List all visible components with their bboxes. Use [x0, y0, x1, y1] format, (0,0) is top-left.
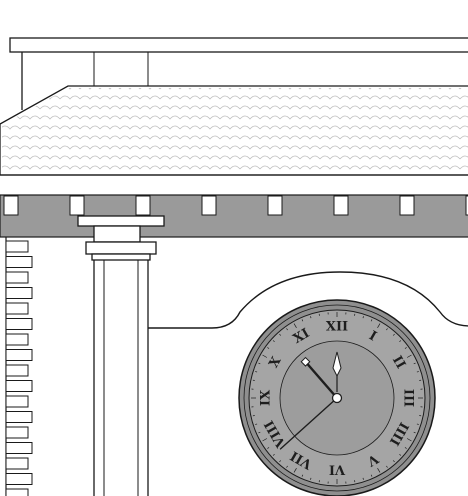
- clock-tick: [377, 323, 381, 329]
- brick-block: [5, 302, 29, 315]
- brick-block: [5, 426, 29, 439]
- brick-block: [5, 240, 29, 253]
- brick-block: [5, 318, 33, 330]
- clock-tick: [392, 460, 395, 463]
- clock-numeral: XI: [291, 326, 313, 347]
- brick-block: [5, 271, 29, 284]
- clock-tick: [293, 323, 297, 329]
- dentil-block: [69, 195, 85, 216]
- clock-tick: [279, 333, 282, 336]
- brick-block: [5, 333, 29, 346]
- clock-tick: [377, 467, 381, 473]
- dentil-block: [3, 195, 19, 216]
- brick-block: [5, 395, 29, 408]
- clock-tick: [279, 460, 282, 463]
- clock-tick: [416, 371, 419, 373]
- clock-pediment: [148, 271, 468, 329]
- clock-tick: [406, 438, 412, 442]
- clock-center-cap: [331, 392, 343, 404]
- roof-cornice: [9, 37, 468, 110]
- frieze-band: [0, 194, 468, 238]
- clock-numeral: III: [401, 389, 416, 407]
- clock-tick: [406, 354, 412, 358]
- minute-hand: [279, 397, 338, 450]
- clock-tick: [272, 453, 275, 456]
- clock-tick: [399, 340, 402, 343]
- clock-hands: [279, 351, 343, 450]
- clock-tick: [262, 438, 268, 442]
- clock-tick: [272, 340, 275, 343]
- clock-tick: [267, 447, 270, 449]
- brick-block: [5, 287, 33, 299]
- clock-tick: [404, 447, 407, 449]
- clock-tick: [386, 328, 388, 331]
- clock-tick: [267, 347, 270, 349]
- dentil-block: [399, 195, 415, 216]
- clock-tick: [404, 347, 407, 349]
- brick-block: [5, 380, 33, 392]
- clock-numeral: IX: [259, 389, 274, 406]
- dentil-block: [201, 195, 217, 216]
- brick-block: [5, 411, 33, 423]
- clock-tick: [362, 316, 364, 319]
- clock-tick: [258, 362, 261, 365]
- dentil-block: [267, 195, 283, 216]
- brick-quoin: [5, 237, 33, 496]
- clock-tick: [310, 477, 312, 480]
- clock-tick: [255, 423, 258, 425]
- clock-tick: [262, 354, 268, 358]
- clock-numeral: XII: [326, 320, 348, 335]
- clock-tick: [370, 319, 373, 322]
- clock-tick: [255, 371, 258, 373]
- dentil-block: [465, 195, 468, 216]
- clock-tick: [399, 453, 402, 456]
- clock-tick: [413, 431, 416, 434]
- brick-block: [5, 473, 33, 485]
- dentil-block: [135, 195, 151, 216]
- hour-hand: [304, 360, 339, 400]
- clock-tick: [258, 431, 261, 434]
- clock-tick: [310, 316, 312, 319]
- brick-block: [5, 442, 33, 454]
- tiled-roof: [0, 85, 468, 176]
- brick-block: [5, 488, 29, 496]
- brick-block: [5, 364, 29, 377]
- brick-block: [5, 457, 29, 470]
- clock-tick: [413, 362, 416, 365]
- clock-numeral: VI: [329, 462, 346, 477]
- dentil-block: [333, 195, 349, 216]
- clock-tick: [293, 467, 297, 473]
- clock-tick: [392, 333, 395, 336]
- dentil-row: [3, 195, 468, 216]
- clock-tick: [370, 474, 373, 477]
- pilaster-column: [77, 215, 165, 496]
- clock-tick: [286, 465, 288, 468]
- clock-tick: [362, 477, 364, 480]
- clock-tick: [416, 423, 419, 425]
- brick-block: [5, 349, 33, 361]
- clock-tick: [286, 328, 288, 331]
- clock-tick: [386, 465, 388, 468]
- brick-block: [5, 256, 33, 268]
- hour-hand-tip: [300, 356, 311, 367]
- clock-tick: [301, 474, 304, 477]
- clock-tick: [301, 319, 304, 322]
